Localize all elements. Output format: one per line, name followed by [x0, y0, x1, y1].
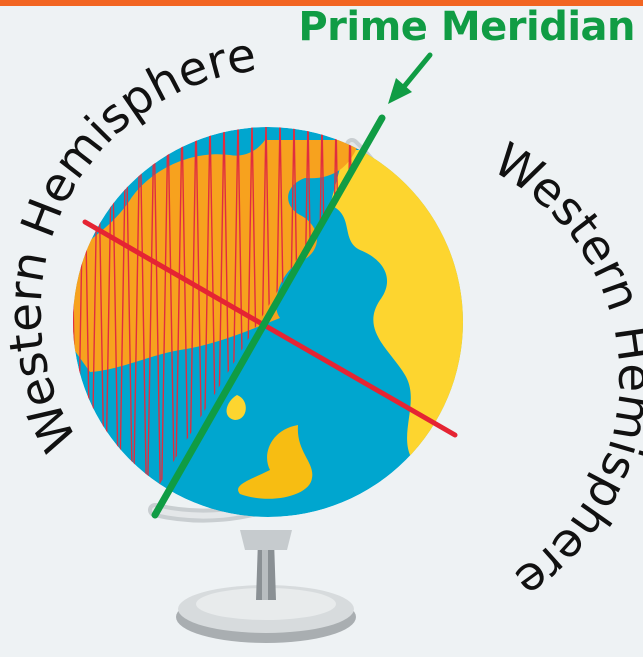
equator-line: [82, 219, 458, 438]
prime-meridian-line: [151, 114, 386, 519]
pointer-arrow: [388, 52, 433, 104]
prime-meridian-title: Prime Meridian: [298, 4, 635, 50]
land-west: [73, 140, 360, 372]
land-small-island: [226, 395, 246, 420]
label-lower-right-path: Western Hemisphere: [484, 133, 643, 610]
globe-stand: [176, 530, 356, 643]
top-accent-bar: [0, 0, 643, 6]
land-east: [330, 150, 463, 470]
label-lower-right: Western Hemisphere: [484, 133, 643, 610]
land-island: [238, 425, 313, 499]
